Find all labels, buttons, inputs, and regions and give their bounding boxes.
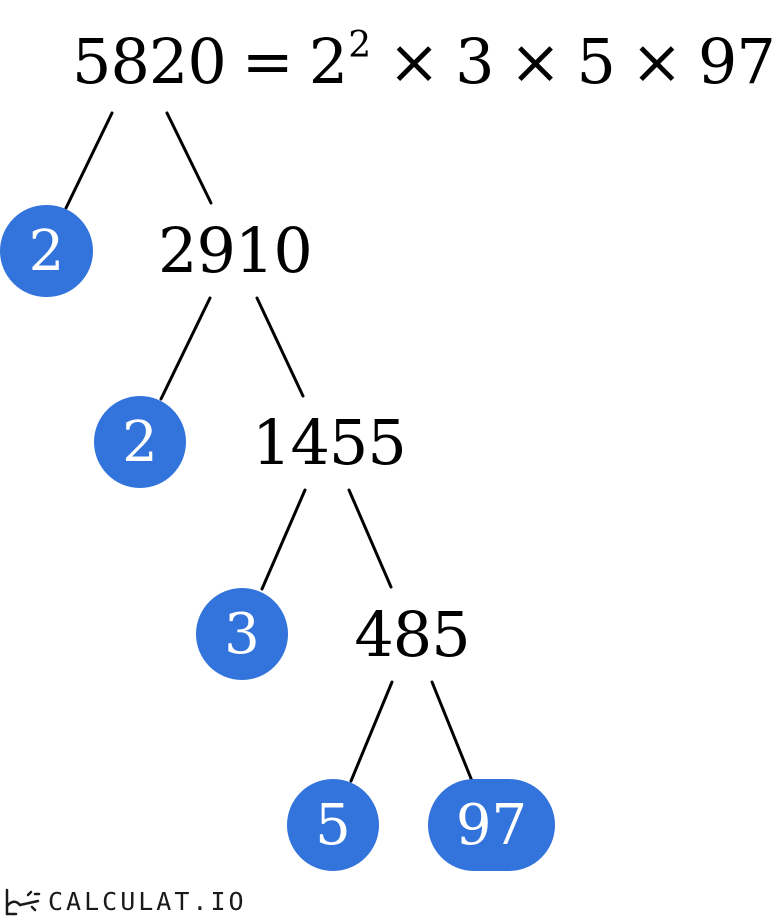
prime-node-5: 5 [287,779,379,871]
prime-node-97: 97 [428,779,555,871]
equals-sign: = [241,25,294,98]
calculator-wand-icon [5,888,41,916]
edge-2910-to-2 [159,296,212,401]
times-sign-1: × [388,25,440,98]
composite-node-2910: 2910 [158,214,313,287]
factor-base: 2 [308,25,348,98]
prime-node-2-level2: 2 [94,396,186,488]
edge-2910-to-1455 [255,296,305,398]
factorization-equation: 5820=22×3×5×97 [72,22,776,102]
edge-485-to-5 [349,680,394,783]
brand-text: CALCULAT.IO [48,886,247,916]
prime-node-label: 97 [455,792,528,858]
prime-node-3: 3 [196,588,288,680]
times-sign-2: × [509,25,562,98]
factor-five: 5 [576,25,615,98]
calculat-io-logo: CALCULAT.IO [4,884,247,918]
factor-exponent: 2 [348,25,371,66]
composite-node-1455: 1455 [252,406,407,479]
root-number: 5820 [72,25,227,98]
times-sign-3: × [630,25,683,98]
prime-node-label: 2 [28,218,65,284]
composite-node-485: 485 [354,598,470,671]
edge-485-to-97 [430,680,474,783]
factor-three: 3 [455,25,494,98]
edge-1455-to-3 [260,488,307,591]
prime-node-label: 2 [122,409,158,475]
edge-5820-to-2910 [165,111,213,205]
prime-node-2-level1: 2 [0,205,93,297]
edge-5820-to-2 [64,111,114,210]
prime-node-label: 5 [315,792,351,858]
edge-1455-to-485 [347,488,393,589]
prime-node-label: 3 [224,601,260,667]
factor-ninety-seven: 97 [697,25,776,98]
